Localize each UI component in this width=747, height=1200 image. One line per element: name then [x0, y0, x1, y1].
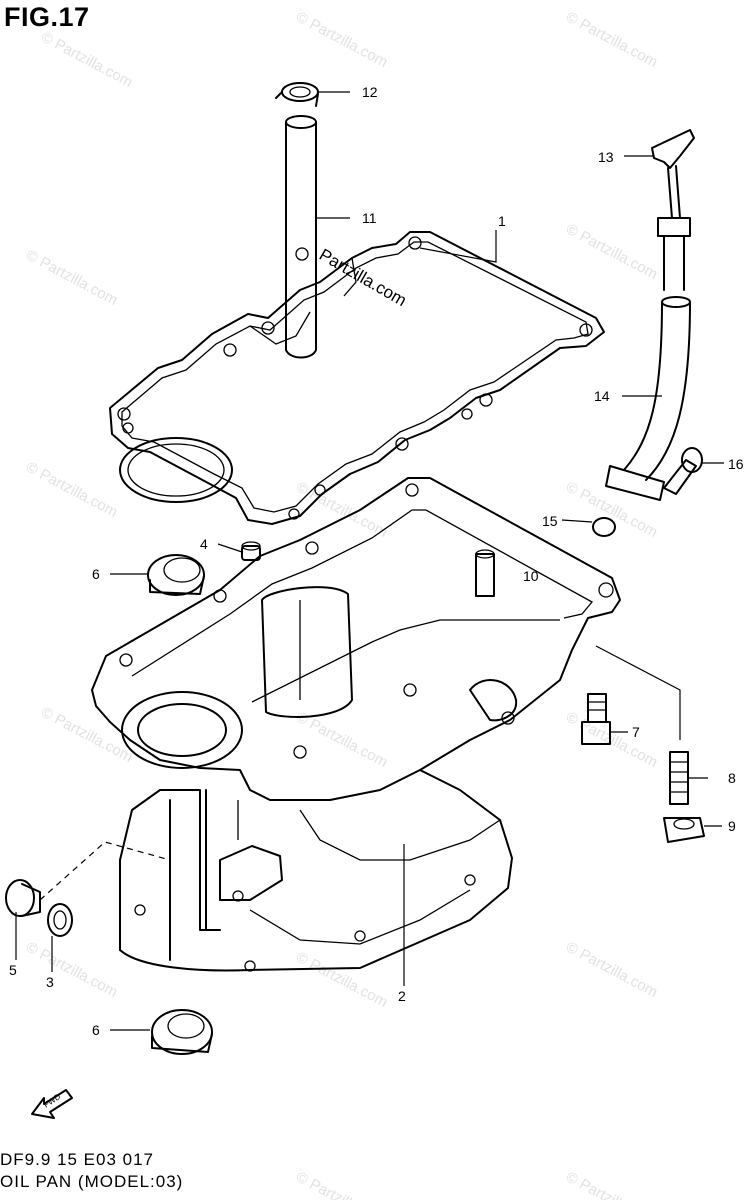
dipstick-part-13: [651, 129, 695, 291]
stud-part-8: [669, 751, 689, 805]
watermark: © Partzilla.com: [293, 709, 390, 771]
plug-part-4: [241, 541, 261, 561]
figure-title: FIG.17: [4, 2, 90, 32]
watermark: © Partzilla.com: [563, 709, 660, 771]
dipstick-guide-part-14: [605, 296, 691, 501]
callout-4: 4: [200, 536, 208, 552]
callout-8: 8: [728, 770, 736, 786]
watermark: © Partzilla.com: [293, 949, 390, 1011]
callout-7: 7: [632, 724, 640, 740]
watermark: © Partzilla.com: [23, 939, 120, 1001]
callout-5: 5: [9, 962, 17, 978]
watermark: © Partzilla.com: [563, 1169, 660, 1200]
callout-10: 10: [523, 568, 539, 584]
washer-part-3: [47, 903, 73, 937]
watermark: © Partzilla.com: [563, 9, 660, 71]
watermark: © Partzilla.com: [23, 247, 120, 309]
callout-6-lower: 6: [92, 1022, 100, 1038]
bolt-part-16: [663, 447, 703, 495]
figure-name: OIL PAN (MODEL:03): [0, 1172, 184, 1191]
callout-13: 13: [598, 149, 614, 165]
oil-seal-part-6-upper: [147, 554, 205, 596]
fwd-arrow-icon: FWD: [31, 1089, 73, 1119]
watermark-layer: © Partzilla.com © Partzilla.com © Partzi…: [23, 9, 660, 1200]
watermark: © Partzilla.com: [38, 29, 135, 91]
callout-6-upper: 6: [92, 566, 100, 582]
callout-16: 16: [728, 456, 744, 472]
pipe-part-11: [285, 115, 317, 359]
clip-part-12: [275, 82, 319, 107]
watermark: © Partzilla.com: [563, 939, 660, 1001]
watermark: © Partzilla.com: [563, 221, 660, 283]
oil-pan-part-2: [91, 477, 621, 972]
watermark: © Partzilla.com: [38, 704, 135, 766]
watermark: © Partzilla.com: [293, 1169, 390, 1200]
watermark: © Partzilla.com: [293, 479, 390, 541]
oil-seal-part-6-lower: [151, 1009, 213, 1055]
nut-part-9: [663, 817, 705, 843]
callout-1: 1: [498, 213, 506, 229]
callout-2: 2: [398, 988, 406, 1004]
callout-15: 15: [542, 513, 558, 529]
leader-lines: [15, 91, 724, 1031]
watermark: © Partzilla.com: [23, 459, 120, 521]
callout-12: 12: [362, 84, 378, 100]
watermark: © Partzilla.com: [293, 9, 390, 71]
drain-plug-part-5: [5, 879, 41, 917]
figure-code: DF9.9 15 E03 017: [0, 1150, 154, 1169]
callout-14: 14: [594, 388, 610, 404]
callout-9: 9: [728, 818, 736, 834]
callout-3: 3: [46, 974, 54, 990]
bolt-part-7: [581, 693, 611, 745]
o-ring-part-15: [592, 517, 616, 537]
callout-11: 11: [362, 210, 377, 226]
